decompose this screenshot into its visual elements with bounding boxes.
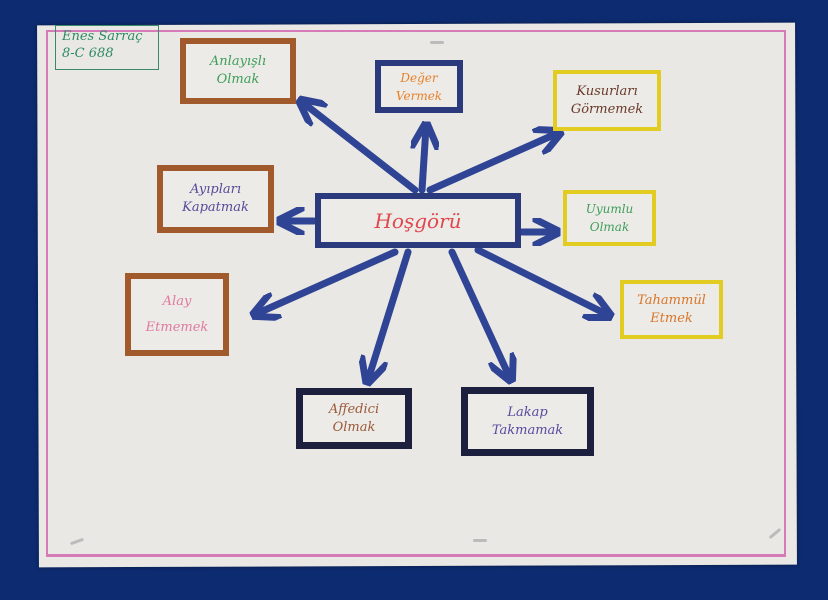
node-line: Olmak xyxy=(216,72,260,87)
staple xyxy=(430,41,444,44)
node-line: Olmak xyxy=(589,220,630,234)
center-node: Hoşgörü xyxy=(315,193,521,248)
arrow-affedici xyxy=(368,248,412,380)
node-line: Olmak xyxy=(332,419,376,435)
staple xyxy=(473,539,487,542)
node-line: Takmamak xyxy=(491,422,564,438)
node-line: Ayıpları xyxy=(190,182,241,197)
pink-border xyxy=(46,30,786,557)
arrow-alay xyxy=(256,248,399,314)
node-line: Vermek xyxy=(395,88,443,103)
arrow-kusurlari xyxy=(426,133,558,194)
arrow-lakap xyxy=(448,248,510,378)
node-line: Anlayışlı xyxy=(209,54,267,69)
author-tag: Enes Sarraç 8-C 688 xyxy=(55,25,159,70)
arrow-deger xyxy=(422,127,426,194)
node-line: Alay xyxy=(162,293,192,309)
node-line: Görmemek xyxy=(570,101,644,117)
node-line: Etmek xyxy=(650,310,693,326)
arrow-tahammul xyxy=(474,246,608,315)
node-line: Tahammül xyxy=(637,292,706,308)
author-class: 8-C 688 xyxy=(62,46,114,61)
arrow-anlayisli xyxy=(302,102,419,194)
author-name: Enes Sarraç xyxy=(62,29,143,44)
node-line: Affedici xyxy=(328,401,380,417)
node-line: Kusurları xyxy=(576,83,638,99)
node-line: Değer xyxy=(400,70,438,85)
node-line: Lakap xyxy=(507,404,548,420)
node-line: Kapatmak xyxy=(182,200,249,215)
center-label: Hoşgörü xyxy=(374,208,462,233)
node-line: Etmemek xyxy=(145,319,209,335)
node-line: Uyumlu xyxy=(585,202,634,216)
